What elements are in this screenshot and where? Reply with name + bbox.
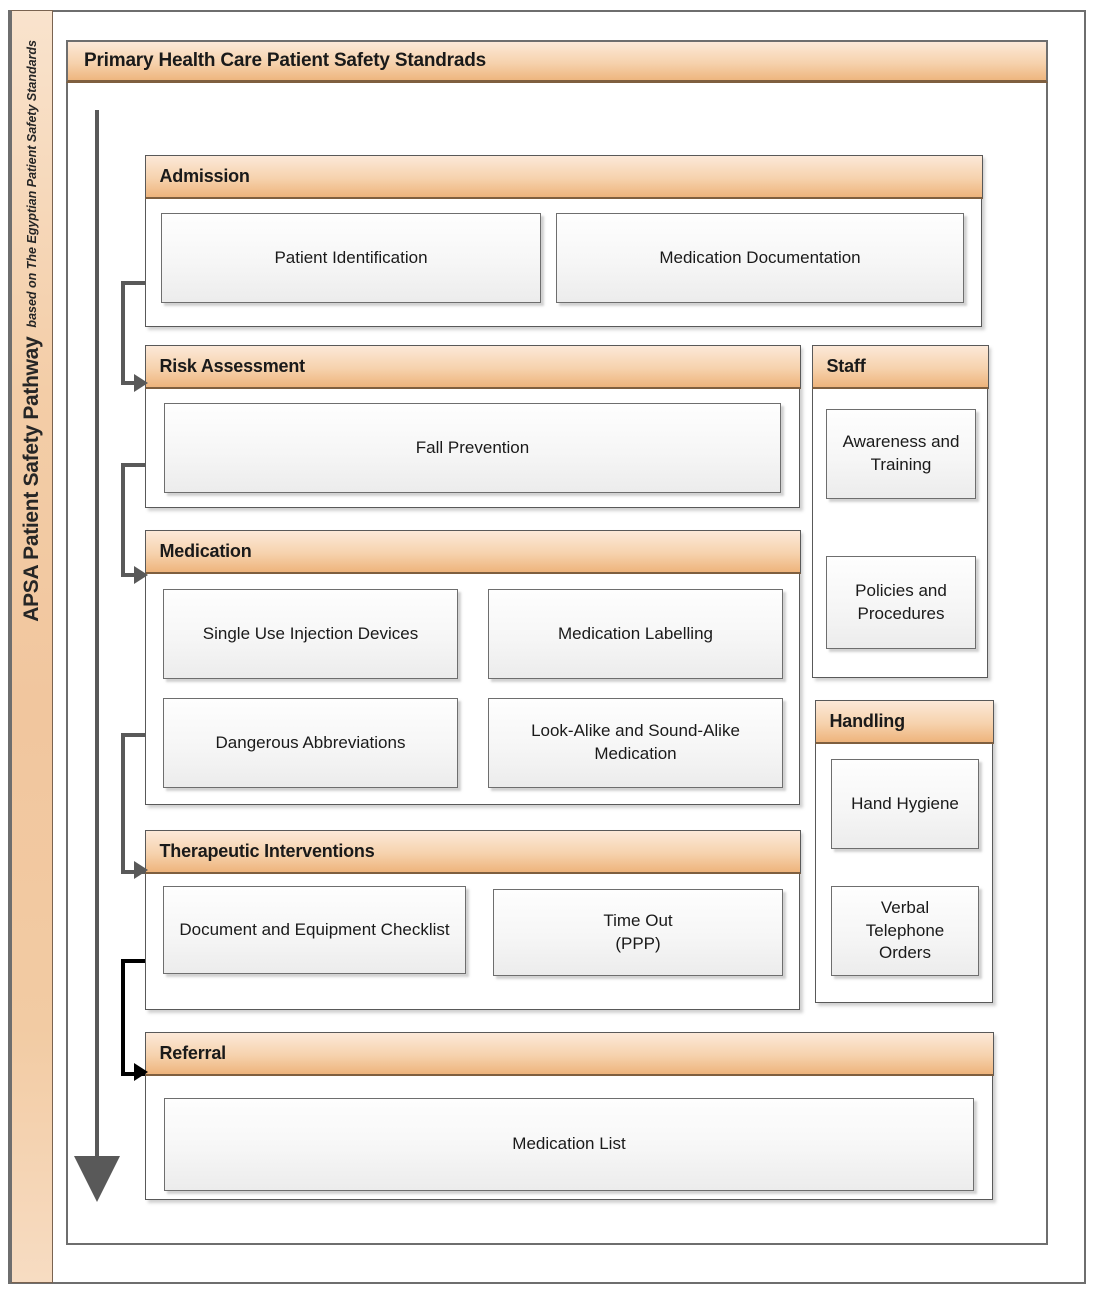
section-handling-title: Handling [829, 710, 906, 731]
section-staff-title: Staff [826, 355, 866, 376]
section-admission-header: Admission [144, 154, 983, 199]
box-policies-procedures: Policies and Procedures [826, 556, 976, 649]
box-awareness-training: Awareness and Training [826, 409, 976, 499]
box-hand-hygiene-label: Hand Hygiene [851, 793, 959, 813]
box-policies-procedures-label: Policies and Procedures [855, 580, 947, 623]
section-medication-title: Medication [159, 540, 252, 561]
box-look-alike-sound-alike-label: Look-Alike and Sound-Alike Medication [531, 721, 740, 763]
section-admission-title: Admission [159, 165, 250, 186]
box-verbal-telephone-orders-label: Verbal Telephone Orders [865, 897, 945, 963]
box-document-equipment-checklist: Document and Equipment Checklist [163, 886, 466, 974]
section-therapeutic-interventions-header: Therapeutic Interventions [144, 829, 801, 874]
page-title: Primary Health Care Patient Safety Stand… [84, 50, 486, 71]
box-single-use-injection-label: Single Use Injection Devices [202, 623, 419, 643]
section-staff-header: Staff [811, 344, 989, 389]
box-medication-labelling: Medication Labelling [488, 589, 783, 679]
section-risk-assessment: Risk Assessment Fall Prevention [144, 344, 801, 508]
section-staff: Staff Awareness and Training Policies an… [811, 344, 989, 678]
section-referral-header: Referral [144, 1031, 994, 1076]
sidebar-subtitle: based on The Egyptian Patient Safety Sta… [24, 40, 39, 328]
box-fall-prevention: Fall Prevention [164, 403, 781, 493]
section-therapeutic-interventions: Therapeutic Interventions Document and E… [144, 829, 801, 1010]
section-handling-header: Handling [814, 699, 994, 744]
connector-therapeutic-to-referral [121, 959, 145, 1076]
section-admission: Admission Patient Identification Medicat… [144, 154, 983, 327]
box-single-use-injection: Single Use Injection Devices [163, 589, 458, 679]
box-medication-list: Medication List [164, 1098, 974, 1191]
box-look-alike-sound-alike: Look-Alike and Sound-Alike Medication [488, 698, 783, 788]
box-hand-hygiene: Hand Hygiene [831, 759, 979, 849]
box-dangerous-abbreviations: Dangerous Abbreviations [163, 698, 458, 788]
box-time-out-line1: Time Out [603, 910, 673, 930]
connector-admission-to-risk [121, 281, 145, 385]
box-time-out-line2: (PPP) [615, 933, 661, 953]
connector-arrowhead-risk-icon [134, 374, 148, 392]
section-referral: Referral Medication List [144, 1031, 994, 1200]
box-medication-documentation-label: Medication Documentation [659, 247, 861, 267]
main-flow-arrowhead-icon [74, 1156, 120, 1202]
box-patient-identification-label: Patient Identification [274, 247, 428, 267]
main-flow-arrow-line [95, 110, 99, 1158]
section-medication-header: Medication [144, 529, 801, 574]
connector-arrowhead-therapeutic-icon [134, 861, 148, 879]
box-medication-documentation: Medication Documentation [556, 213, 964, 303]
box-awareness-training-label: Awareness and Training [842, 432, 960, 474]
section-referral-title: Referral [159, 1042, 227, 1063]
section-medication: Medication Single Use Injection Devices … [144, 529, 801, 805]
box-medication-labelling-label: Medication Labelling [558, 623, 713, 643]
box-patient-identification: Patient Identification [161, 213, 541, 303]
connector-medication-to-therapeutic [121, 733, 145, 874]
section-risk-assessment-title: Risk Assessment [159, 355, 306, 376]
section-handling: Handling Hand Hygiene Verbal Telephone O… [814, 699, 994, 1003]
box-fall-prevention-label: Fall Prevention [415, 437, 530, 457]
section-risk-assessment-header: Risk Assessment [144, 344, 801, 389]
connector-risk-to-medication [121, 463, 145, 577]
connector-arrowhead-medication-icon [134, 566, 148, 584]
main-title-bar: Primary Health Care Patient Safety Stand… [66, 40, 1048, 83]
box-medication-list-label: Medication List [512, 1134, 626, 1154]
box-dangerous-abbreviations-label: Dangerous Abbreviations [215, 732, 406, 752]
box-document-equipment-checklist-label: Document and Equipment Checklist [179, 919, 450, 939]
box-time-out-ppp: Time Out (PPP) [493, 889, 783, 976]
sidebar-title: APSA Patient Safety Pathway [19, 336, 43, 622]
section-therapeutic-interventions-title: Therapeutic Interventions [159, 840, 375, 861]
sidebar-rotated-text: APSA Patient Safety Pathway based on The… [10, 10, 53, 1283]
sidebar-strip [10, 10, 53, 1283]
connector-arrowhead-referral-icon [134, 1063, 148, 1081]
box-verbal-telephone-orders: Verbal Telephone Orders [831, 886, 979, 976]
